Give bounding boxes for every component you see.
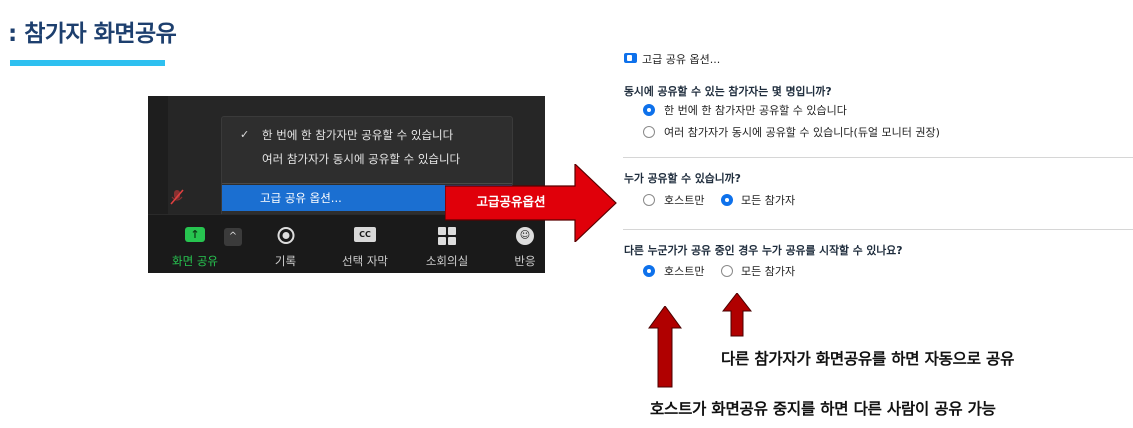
muted-mic-icon <box>170 189 188 207</box>
video-strip <box>148 96 168 214</box>
breakout-rooms-icon <box>438 227 456 245</box>
record-button[interactable]: 기록 <box>258 215 313 273</box>
section-divider <box>623 229 1133 230</box>
question-who-can-share: 누가 공유할 수 있습니까? <box>624 172 741 185</box>
zoom-meeting-screenshot: ✓ 한 번에 한 참가자만 공유할 수 있습니다 여러 참가자가 동시에 공유할… <box>148 96 545 273</box>
share-options-menu: ✓ 한 번에 한 참가자만 공유할 수 있습니다 여러 참가자가 동시에 공유할… <box>221 116 513 218</box>
record-label: 기록 <box>274 254 297 268</box>
reactions-label: 반응 <box>514 254 536 268</box>
radio-label-one-participant: 한 번에 한 참가자만 공유할 수 있습니다 <box>664 104 847 117</box>
radio-label-host-only: 호스트만 <box>664 194 705 207</box>
radio-label-start-all-participants: 모든 참가자 <box>741 265 796 278</box>
title-underline <box>10 60 165 66</box>
question-who-can-start: 다른 누군가가 공유 중인 경우 누가 공유를 시작할 수 있나요? <box>624 244 903 257</box>
record-icon <box>277 227 294 244</box>
closed-caption-label: 선택 자막 <box>342 254 388 268</box>
cc-icon: CC <box>354 227 376 242</box>
meeting-toolbar: ↑ 화면 공유 ^ 기록 CC 선택 자막 소회의실 ☺ 반응 <box>148 214 545 273</box>
zoom-camera-icon <box>624 53 637 63</box>
radio-all-participants[interactable] <box>721 194 733 206</box>
question-how-many: 동시에 공유할 수 있는 참가자는 몇 명입니까? <box>624 85 832 98</box>
callout-label: 고급공유옵션 <box>476 194 546 209</box>
radio-one-participant[interactable] <box>643 104 655 116</box>
menu-divider <box>222 183 512 184</box>
up-arrow-icon <box>722 293 752 337</box>
reactions-button[interactable]: ☺ 반응 <box>503 215 545 273</box>
note-auto-share: 다른 참가자가 화면공유를 하면 자동으로 공유 <box>721 350 1015 368</box>
radio-label-all-participants: 모든 참가자 <box>741 194 796 207</box>
radio-host-only[interactable] <box>643 194 655 206</box>
share-screen-icon: ↑ <box>185 227 205 242</box>
radio-multiple-participants[interactable] <box>643 126 655 138</box>
page-title: : 참가자 화면공유 <box>8 21 177 47</box>
closed-caption-button[interactable]: CC 선택 자막 <box>330 215 400 273</box>
menu-item-label: 한 번에 한 참가자만 공유할 수 있습니다 <box>262 128 454 142</box>
radio-label-multiple-participants: 여러 참가자가 동시에 공유할 수 있습니다(듀얼 모니터 권장) <box>664 126 940 139</box>
section-divider <box>623 157 1133 158</box>
callout-arrow-icon <box>445 164 617 242</box>
chevron-up-icon: ^ <box>228 231 238 242</box>
panel-header: 고급 공유 옵션... <box>642 53 721 66</box>
menu-item-one-participant[interactable]: ✓ 한 번에 한 참가자만 공유할 수 있습니다 <box>222 123 512 147</box>
share-screen-button[interactable]: ↑ 화면 공유 <box>160 215 230 273</box>
breakout-rooms-label: 소회의실 <box>425 254 469 268</box>
menu-item-label: 고급 공유 옵션... <box>260 191 342 205</box>
note-host-stop-share: 호스트가 화면공유 중지를 하면 다른 사람이 공유 가능 <box>650 400 996 418</box>
breakout-rooms-button[interactable]: 소회의실 <box>412 215 482 273</box>
radio-start-host-only[interactable] <box>643 265 655 277</box>
menu-item-label: 여러 참가자가 동시에 공유할 수 있습니다 <box>262 152 461 166</box>
reactions-icon: ☺ <box>516 227 534 245</box>
share-options-caret-button[interactable]: ^ <box>224 228 242 246</box>
menu-item-multiple-participants[interactable]: 여러 참가자가 동시에 공유할 수 있습니다 <box>222 147 512 171</box>
share-screen-label: 화면 공유 <box>172 254 218 268</box>
up-arrow-icon <box>648 306 682 388</box>
radio-label-start-host-only: 호스트만 <box>664 265 705 278</box>
check-icon: ✓ <box>240 128 250 141</box>
radio-start-all-participants[interactable] <box>721 265 733 277</box>
